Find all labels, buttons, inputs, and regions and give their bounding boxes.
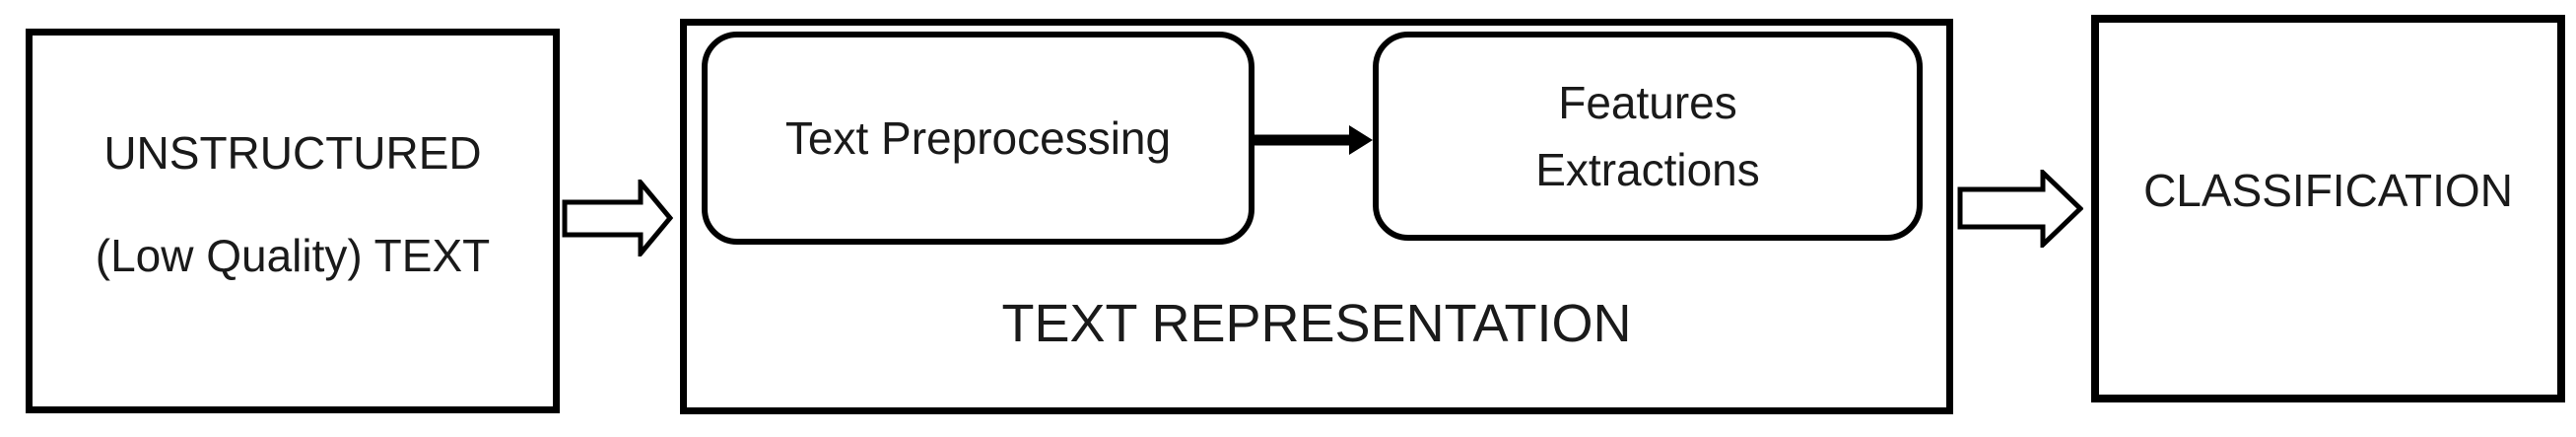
node-classification: CLASSIFICATION — [2091, 15, 2565, 402]
block-arrow-right-icon — [1957, 170, 2083, 248]
thick-arrow-right-icon — [1254, 125, 1373, 155]
features-extractions-label-line2: Extractions — [1535, 144, 1760, 195]
text-preprocessing-label: Text Preprocessing — [784, 112, 1172, 164]
text-representation-label: TEXT REPRESENTATION — [1001, 294, 1632, 353]
unstructured-label-line1: UNSTRUCTURED — [103, 127, 482, 179]
classification-label: CLASSIFICATION — [2143, 164, 2513, 216]
unstructured-label-line2: (Low Quality) TEXT — [95, 230, 491, 281]
node-text-preprocessing: Text Preprocessing — [702, 32, 1254, 245]
block-arrow-right-icon — [562, 180, 673, 256]
node-features-extractions: Features Extractions — [1373, 32, 1923, 241]
node-unstructured-text: UNSTRUCTURED (Low Quality) TEXT — [26, 29, 560, 413]
features-extractions-label-line1: Features — [1558, 77, 1737, 128]
